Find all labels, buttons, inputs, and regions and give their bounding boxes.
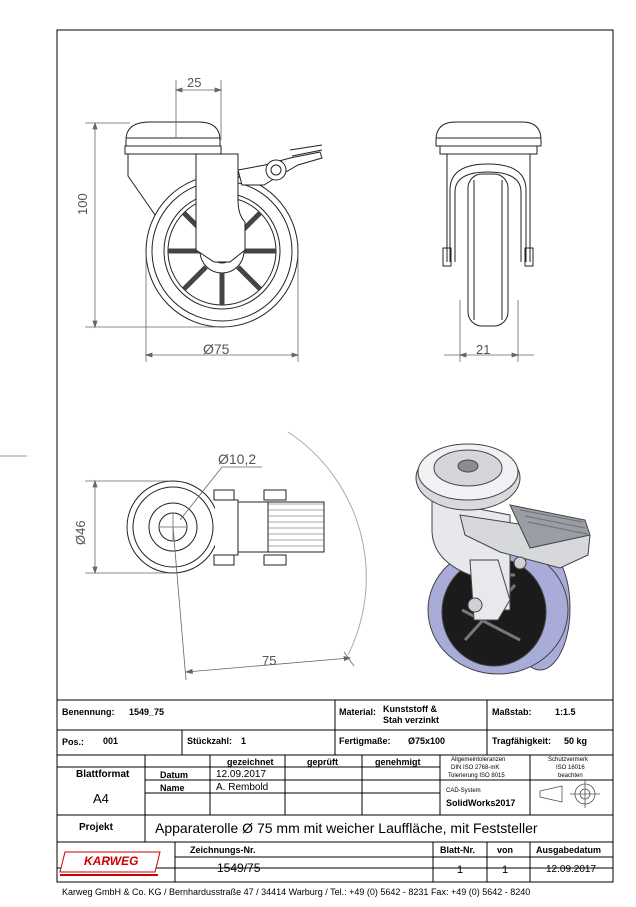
blattnr-value: 1 [457,864,464,876]
dim-wheel-diameter: Ø75 [203,341,230,357]
massstab-value: 1:1.5 [555,707,576,717]
karweg-logo [59,851,161,876]
projekt-label: Projekt [79,822,113,833]
massstab-label: Maßstab: [492,707,532,717]
ausgabedatum-value: 12.09.2017 [546,864,597,875]
dim-top-offset: 25 [187,75,202,90]
front-dimensions [85,80,300,362]
fertigmasse-label: Fertigmaße: [339,736,391,746]
cad-value: SolidWorks2017 [446,798,516,808]
material-value-2: Stah verzinkt [383,715,440,725]
stueckzahl-value: 1 [241,736,247,746]
blattformat-label: Blattformat [76,769,130,780]
karweg-logo-text: KARWEG [84,854,139,868]
title-block-lines [56,699,614,883]
toleranzen-3: Tolerierung ISO 8015 [448,773,505,779]
dim-hole-diameter: Ø10,2 [218,451,257,467]
blattformat-value: A4 [93,791,109,806]
cad-label: CAD-System [446,788,481,794]
stueckzahl-label: Stückzahl: [187,736,233,746]
projection-symbol-icon [539,780,600,808]
side-dimensions [444,300,534,362]
material-label: Material: [339,707,377,717]
projekt-value: Apparaterolle Ø 75 mm mit weicher Lauffl… [155,820,538,836]
gezeichnet-label: gezeichnet [227,757,274,767]
top-dimensions [85,466,355,681]
zeichnungsnr-value: 1549/75 [217,861,261,875]
geprueft-label: geprüft [307,757,338,767]
von-label: von [497,845,514,855]
pos-label: Pos.: [62,737,85,747]
zeichnungsnr-label: Zeichnungs-Nr. [190,845,256,855]
name-value: A. Rembold [216,782,269,793]
material-value-1: Kunststoff & [383,704,437,714]
dim-plate-diameter: Ø46 [73,520,88,545]
pos-value: 001 [103,736,119,746]
schutz-3: beachten [558,773,583,779]
side-view [435,121,542,327]
name-label: Name [160,783,185,793]
footer-address: Karweg GmbH & Co. KG / Bernhardusstraße … [62,887,531,897]
drawing-frame [56,29,614,869]
toleranzen-1: Allgemeintoleranzen [451,757,506,763]
genehmigt-label: genehmigt [375,757,421,767]
blattnr-label: Blatt-Nr. [440,845,476,855]
fertigmasse-value: Ø75x100 [408,736,446,746]
schutz-1: Schutzvermerk [548,757,589,763]
datum-value: 12.09.2017 [216,769,267,780]
tragfaehigkeit-value: 50 kg [564,736,588,746]
ausgabedatum-label: Ausgabedatum [536,845,602,855]
benennung-value: 1549_75 [129,707,165,717]
benennung-label: Benennung: [62,707,115,717]
dim-swing-radius: 75 [262,653,277,668]
dim-width: 21 [476,342,491,357]
schutz-2: ISO 16016 [556,765,585,771]
front-view [124,121,323,328]
tragfaehigkeit-label: Tragfähigkeit: [492,736,552,746]
iso-view [415,443,591,675]
von-value: 1 [502,864,509,876]
dim-height: 100 [75,193,90,215]
toleranzen-2: DIN ISO 2768-mK [451,765,500,771]
datum-label: Datum [160,770,189,780]
